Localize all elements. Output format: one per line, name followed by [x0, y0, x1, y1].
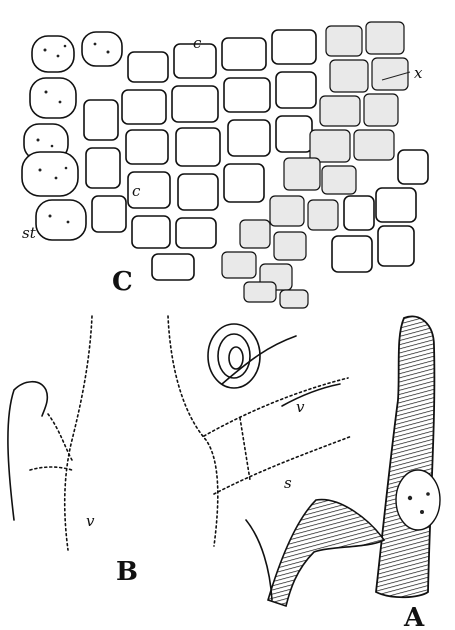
label-s: s [284, 474, 292, 492]
label-v-left: v [86, 512, 95, 530]
label-x: x [414, 64, 423, 82]
panel-label-c: C [112, 267, 133, 297]
panel-label-b: B [116, 557, 138, 587]
label-c-mid: c [132, 182, 141, 200]
panel-c-tissue: c c x st C [22, 22, 428, 308]
label-c-top: c [193, 34, 202, 52]
panel-label-a: A [403, 603, 425, 630]
label-v-right: v [296, 398, 305, 416]
panel-a-stem: A [246, 316, 440, 630]
label-st: st [22, 224, 37, 242]
